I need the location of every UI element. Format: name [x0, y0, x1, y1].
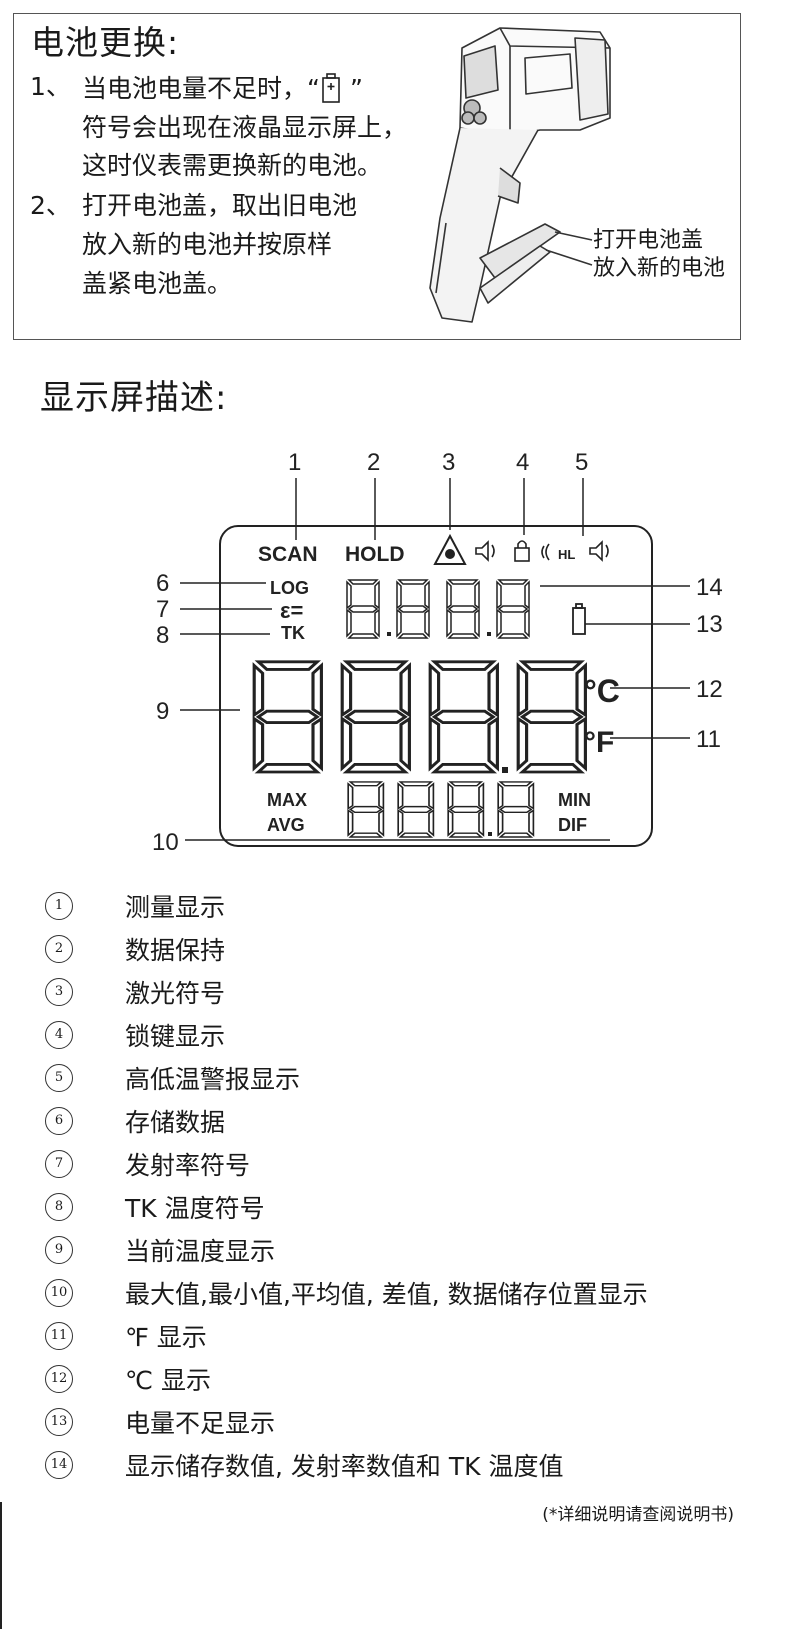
small-digits — [346, 579, 530, 639]
battery-section-title: 电池更换: — [31, 23, 180, 62]
step-1-line-1: 当电池电量不足时，“ ” — [82, 67, 363, 105]
lcd-label-4: 4 — [516, 449, 529, 476]
lcd-label-7: 7 — [156, 596, 169, 623]
list-number: 2 — [45, 935, 73, 963]
lcd-log-indicator: LOG — [270, 578, 309, 598]
step-1-number: 1、 — [30, 72, 71, 101]
list-number: 8 — [45, 1193, 73, 1221]
step-2-line-1: 打开电池盖，取出旧电池 — [82, 191, 358, 220]
list-number: 10 — [45, 1279, 73, 1307]
list-text: 锁键显示 — [125, 1022, 226, 1051]
list-text: 发射率符号 — [125, 1151, 251, 1180]
lcd-label-2: 2 — [367, 449, 380, 476]
lcd-hl-indicator: HL — [558, 547, 575, 562]
lock-icon — [514, 540, 530, 562]
lcd-fahrenheit-indicator: °F — [584, 726, 614, 759]
step-1-line-3: 这时仪表需更换新的电池。 — [82, 151, 383, 180]
step-2-line-2: 放入新的电池并按原样 — [82, 230, 333, 259]
callout-open-cover: 打开电池盖 — [593, 228, 704, 253]
battery-section-box — [13, 13, 741, 340]
lcd-tk-indicator: TK — [281, 623, 305, 643]
lcd-max-indicator: MAX — [267, 790, 307, 810]
list-text: TK 温度符号 — [125, 1194, 265, 1223]
list-text: 最大值,最小值,平均值, 差值, 数据储存位置显示 — [125, 1280, 648, 1309]
list-text: 激光符号 — [125, 979, 226, 1008]
list-text: 电量不足显示 — [125, 1409, 276, 1438]
list-number: 5 — [45, 1064, 73, 1092]
laser-warning-icon — [433, 533, 467, 565]
step-1-text-start: 当电池电量不足时，“ — [82, 74, 320, 103]
lcd-label-8: 8 — [156, 622, 169, 649]
list-number: 9 — [45, 1236, 73, 1264]
lcd-emissivity-indicator: ε= — [280, 598, 303, 623]
list-text: 测量显示 — [125, 893, 226, 922]
list-text: ℃ 显示 — [125, 1366, 212, 1395]
list-number: 3 — [45, 978, 73, 1006]
list-text: 存储数据 — [125, 1108, 226, 1137]
lcd-celsius-indicator: °C — [584, 673, 620, 709]
lcd-avg-indicator: AVG — [267, 815, 305, 835]
step-2-line-3: 盖紧电池盖。 — [82, 269, 233, 298]
list-number: 6 — [45, 1107, 73, 1135]
step-1-line-2: 符号会出现在液晶显示屏上， — [82, 113, 408, 142]
battery-low-icon — [320, 73, 350, 109]
step-2-number: 2、 — [30, 191, 71, 220]
list-number: 13 — [45, 1408, 73, 1436]
lcd-battery-low-icon — [572, 603, 586, 635]
alarm-low-icon — [541, 543, 550, 561]
callout-insert-battery: 放入新的电池 — [593, 256, 726, 281]
list-text: 高低温警报显示 — [125, 1065, 301, 1094]
alarm-high-icon — [589, 540, 609, 562]
list-number: 11 — [45, 1322, 73, 1350]
display-section-title: 显示屏描述: — [40, 378, 228, 418]
lcd-dif-indicator: DIF — [558, 815, 587, 835]
list-text: 显示储存数值, 发射率数值和 TK 温度值 — [125, 1452, 564, 1481]
list-number: 1 — [45, 892, 73, 920]
lcd-label-5: 5 — [575, 449, 588, 476]
speaker-icon — [475, 540, 495, 562]
list-number: 4 — [45, 1021, 73, 1049]
lcd-scan-indicator: SCAN — [258, 543, 318, 566]
footnote: (*详细说明请查阅说明书) — [542, 1505, 734, 1525]
lcd-label-9: 9 — [156, 698, 169, 725]
bottom-digits — [347, 781, 535, 838]
lcd-label-13: 13 — [696, 611, 723, 638]
lcd-label-3: 3 — [442, 449, 455, 476]
lcd-label-14: 14 — [696, 574, 723, 601]
lcd-label-11: 11 — [696, 726, 721, 753]
lcd-min-indicator: MIN — [558, 790, 591, 810]
list-number: 7 — [45, 1150, 73, 1178]
list-number: 14 — [45, 1451, 73, 1479]
list-number: 12 — [45, 1365, 73, 1393]
lcd-label-12: 12 — [696, 676, 723, 703]
list-text: 当前温度显示 — [125, 1237, 276, 1266]
lcd-label-10: 10 — [152, 829, 179, 856]
step-1-text-end: ” — [349, 74, 363, 103]
list-text: 数据保持 — [125, 936, 226, 965]
left-edge-bar — [0, 1502, 2, 1629]
lcd-diagram: 1 2 3 4 5 6 7 8 9 10 11 12 13 14 SCAN HO… — [152, 449, 723, 856]
lcd-hold-indicator: HOLD — [345, 543, 405, 566]
thermometer-gun-illustration — [429, 27, 611, 323]
lcd-label-6: 6 — [156, 570, 169, 597]
lcd-label-1: 1 — [288, 449, 301, 476]
large-digits — [252, 660, 587, 774]
list-text: ℉ 显示 — [125, 1323, 207, 1352]
